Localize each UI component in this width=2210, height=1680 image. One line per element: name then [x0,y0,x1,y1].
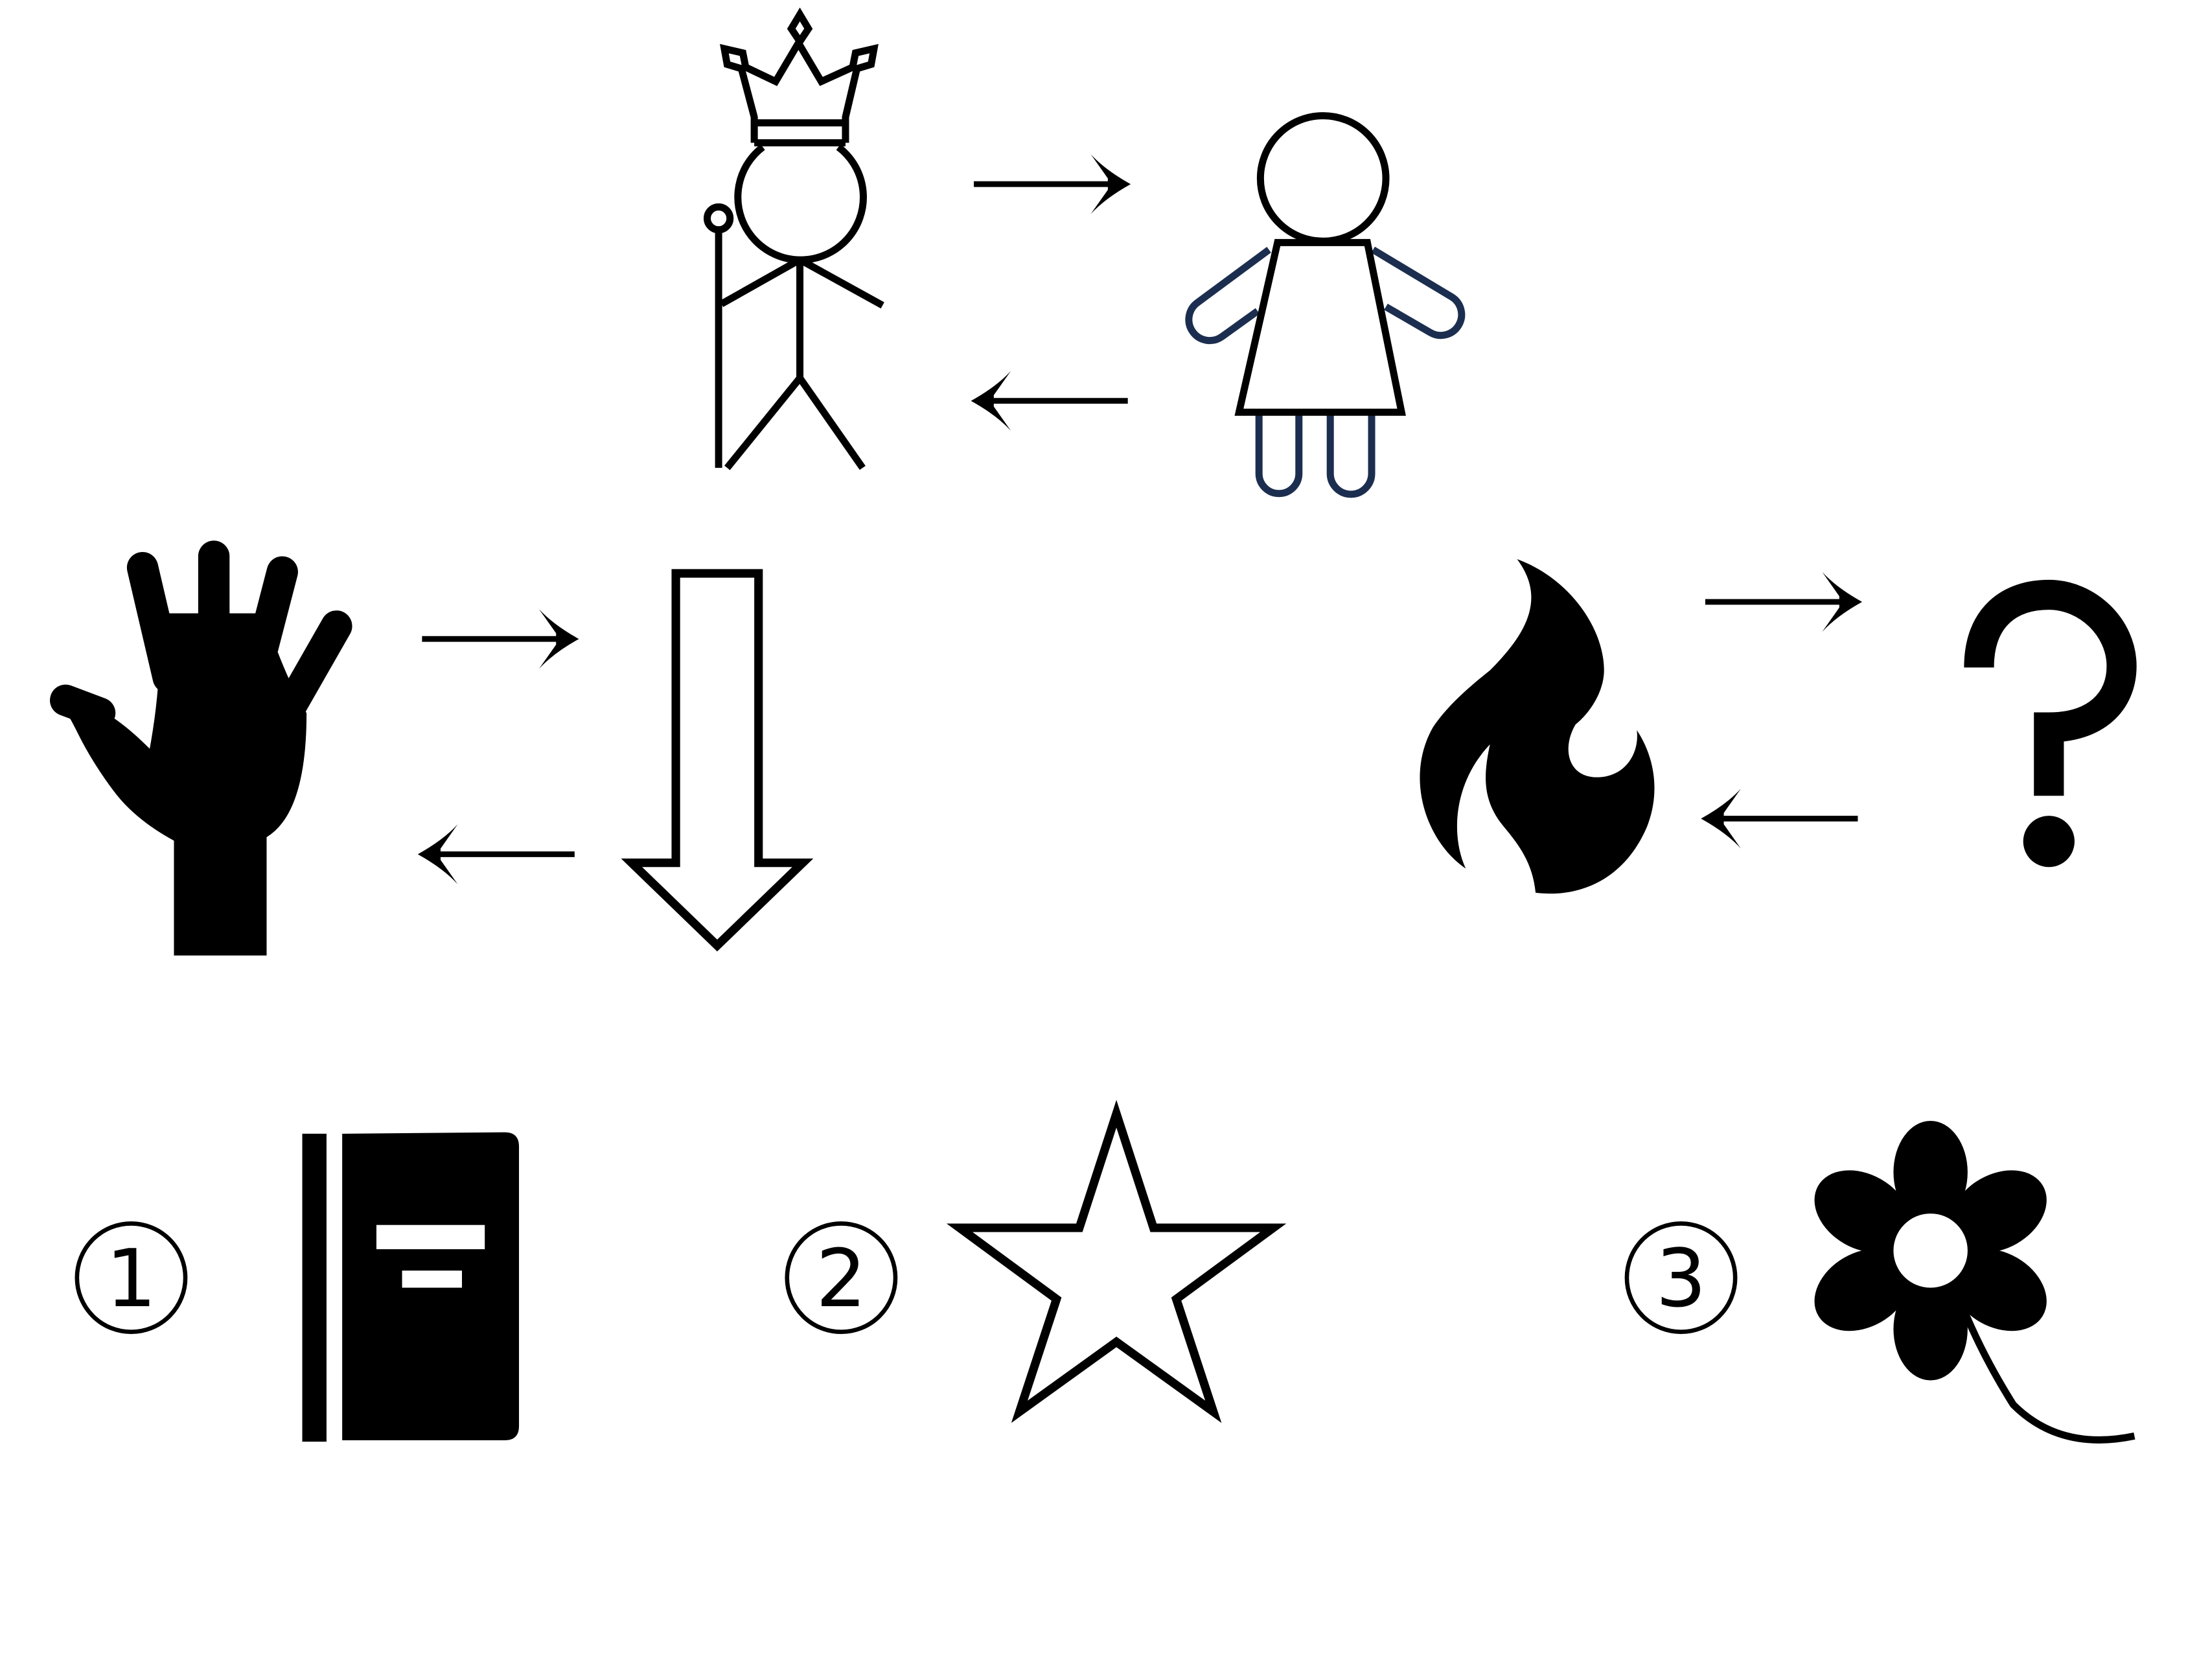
middle-left-left-arrow [418,824,575,884]
fire-icon [1420,558,1655,894]
question-mark [1964,579,2137,868]
option-1-circle [75,1221,188,1335]
king-icon [704,7,884,470]
top-left-arrow [971,371,1128,430]
star-icon [946,1099,1287,1423]
option-3[interactable]: 3 [1624,1121,2135,1444]
option-2-circle [785,1221,898,1335]
option-1-number: 1 [106,1233,156,1326]
down-arrow-icon [621,569,814,952]
top-right-arrow [974,154,1131,214]
child-icon [1185,112,1466,498]
flower-icon [1814,1121,2135,1444]
option-2[interactable]: 2 [785,1099,1287,1423]
option-3-circle [1624,1221,1738,1335]
option-3-number: 3 [1655,1233,1706,1326]
hand-icon [50,540,352,956]
middle-right-left-arrow [1701,788,1858,848]
book-icon [302,1132,520,1442]
option-1[interactable]: 1 [75,1132,520,1442]
option-2-number: 2 [816,1233,866,1326]
middle-right-right-arrow [1705,572,1862,632]
middle-left-right-arrow [422,609,579,669]
